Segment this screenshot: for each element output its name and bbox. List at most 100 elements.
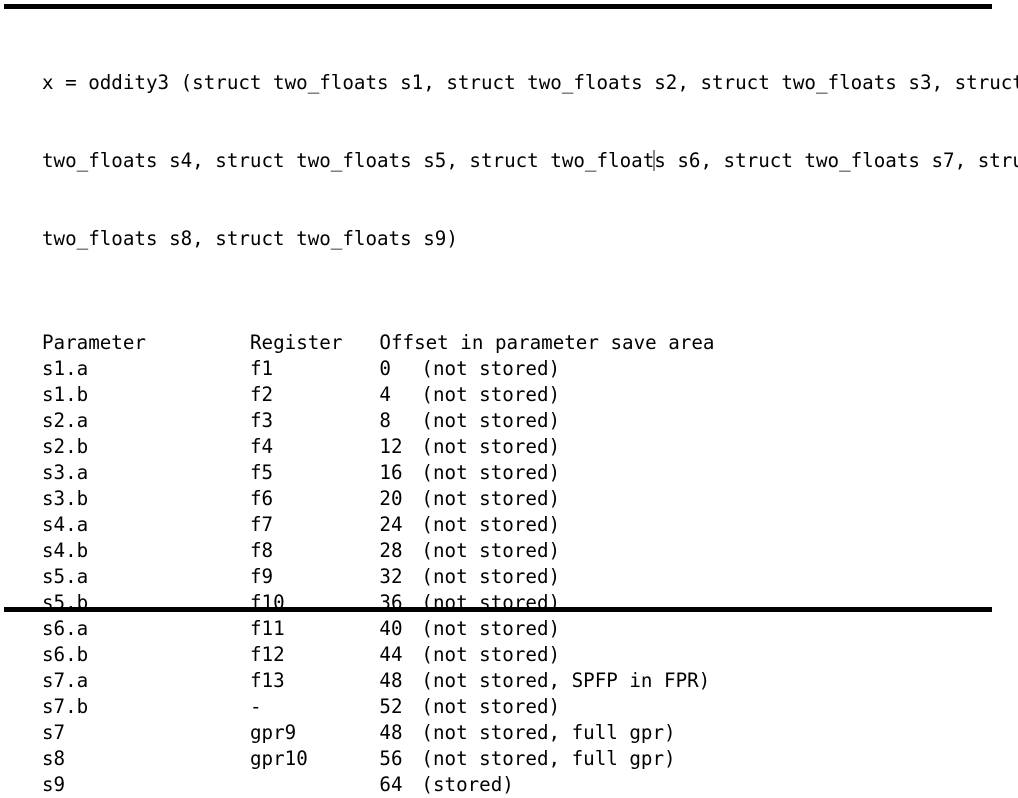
table-row: s3.b f6 20 (not stored) — [42, 486, 714, 512]
cell-offset: 64 — [379, 773, 403, 796]
cell-parameter: s6.b — [42, 643, 89, 666]
cell-description: (not stored) — [421, 409, 561, 432]
header-offset: Offset in parameter save area — [379, 331, 715, 354]
cell-register: gpr10 — [250, 747, 308, 770]
cell-register: f13 — [250, 669, 285, 692]
table-row: s9 64 (stored) — [42, 772, 714, 798]
cell-offset: 20 — [379, 487, 403, 510]
cell-offset: 32 — [379, 565, 403, 588]
blank-line-separator — [42, 304, 1002, 330]
cell-offset: 0 — [379, 357, 391, 380]
cell-parameter: s2.b — [42, 435, 89, 458]
table-row: s6.a f11 40 (not stored) — [42, 616, 714, 642]
cell-register: f9 — [250, 565, 274, 588]
cell-offset: 40 — [379, 617, 403, 640]
table-row: s2.a f3 8 (not stored) — [42, 408, 714, 434]
cell-description: (not stored, SPFP in FPR) — [421, 669, 711, 692]
header-parameter: Parameter — [42, 331, 146, 354]
cell-offset: 24 — [379, 513, 403, 536]
cell-parameter: s7 — [42, 721, 66, 744]
table-row: s7.a f13 48 (not stored, SPFP in FPR) — [42, 668, 714, 694]
table-row: s1.b f2 4 (not stored) — [42, 382, 714, 408]
table-row: s2.b f4 12 (not stored) — [42, 434, 714, 460]
signature-line-2-before-caret: two_floats s4, struct two_floats s5, str… — [42, 149, 655, 172]
table-head: Parameter Register Offset in parameter s… — [42, 330, 714, 356]
cell-description: (not stored) — [421, 643, 561, 666]
bottom-rule — [4, 607, 992, 612]
cell-parameter: s7.b — [42, 695, 89, 718]
text-caret — [653, 150, 656, 171]
cell-parameter: s5.b — [42, 591, 89, 614]
cell-description: (not stored) — [421, 591, 561, 614]
signature-line-1: x = oddity3 (struct two_floats s1, struc… — [42, 71, 1018, 94]
cell-description: (not stored, full gpr) — [421, 747, 676, 770]
table-row: s4.a f7 24 (not stored) — [42, 512, 714, 538]
cell-parameter: s6.a — [42, 617, 89, 640]
cell-register: f8 — [250, 539, 274, 562]
cell-description: (not stored) — [421, 461, 561, 484]
cell-description: (not stored) — [421, 357, 561, 380]
table-row: s5.a f9 32 (not stored) — [42, 564, 714, 590]
signature-line-3: two_floats s8, struct two_floats s9) — [42, 227, 458, 250]
cell-description: (not stored) — [421, 513, 561, 536]
cell-offset: 48 — [379, 721, 403, 744]
cell-parameter: s7.a — [42, 669, 89, 692]
cell-parameter: s8 — [42, 747, 66, 770]
cell-parameter: s3.a — [42, 461, 89, 484]
signature-line-2: two_floats s4, struct two_floats s5, str… — [42, 148, 1018, 174]
cell-description: (not stored) — [421, 539, 561, 562]
cell-offset: 8 — [379, 409, 391, 432]
table-row: s6.b f12 44 (not stored) — [42, 642, 714, 668]
cell-register: f4 — [250, 435, 274, 458]
table-row: s5.b f10 36 (not stored) — [42, 590, 714, 616]
cell-offset: 52 — [379, 695, 403, 718]
cell-register: f2 — [250, 383, 274, 406]
cell-description: (not stored) — [421, 435, 561, 458]
cell-register: f11 — [250, 617, 285, 640]
cell-register: f7 — [250, 513, 274, 536]
table-row: s8 gpr10 56 (not stored, full gpr) — [42, 746, 714, 772]
cell-offset: 36 — [379, 591, 403, 614]
cell-register: - — [250, 695, 262, 718]
cell-offset: 56 — [379, 747, 403, 770]
cell-parameter: s9 — [42, 773, 66, 796]
cell-offset: 12 — [379, 435, 403, 458]
figure-content: x = oddity3 (struct two_floats s1, struc… — [42, 18, 1018, 798]
header-register: Register — [250, 331, 343, 354]
cell-parameter: s4.a — [42, 513, 89, 536]
cell-parameter: s4.b — [42, 539, 89, 562]
cell-register: f12 — [250, 643, 285, 666]
cell-description: (not stored) — [421, 565, 561, 588]
parameter-save-area-table: Parameter Register Offset in parameter s… — [42, 330, 714, 798]
function-signature[interactable]: x = oddity3 (struct two_floats s1, struc… — [42, 18, 1018, 304]
cell-register: f10 — [250, 591, 285, 614]
cell-register: gpr9 — [250, 721, 297, 744]
table-header-row: Parameter Register Offset in parameter s… — [42, 330, 714, 356]
figure-page: x = oddity3 (struct two_floats s1, struc… — [4, 4, 1018, 796]
cell-description: (not stored, full gpr) — [421, 721, 676, 744]
cell-description: (not stored) — [421, 487, 561, 510]
cell-parameter: s1.a — [42, 357, 89, 380]
cell-parameter: s5.a — [42, 565, 89, 588]
cell-description: (not stored) — [421, 383, 561, 406]
cell-description: (not stored) — [421, 617, 561, 640]
cell-parameter: s2.a — [42, 409, 89, 432]
top-rule — [4, 4, 992, 9]
cell-register: f3 — [250, 409, 274, 432]
cell-register — [250, 772, 342, 798]
table-row: s1.a f1 0 (not stored) — [42, 356, 714, 382]
cell-description: (stored) — [421, 773, 514, 796]
cell-offset: 4 — [379, 383, 391, 406]
cell-offset: 28 — [379, 539, 403, 562]
cell-parameter: s3.b — [42, 487, 89, 510]
signature-line-2-after-caret: s s6, struct two_floats s7, struct — [654, 149, 1018, 172]
cell-register: f6 — [250, 487, 274, 510]
cell-description: (not stored) — [421, 695, 561, 718]
cell-offset: 48 — [379, 669, 403, 692]
cell-register: f1 — [250, 357, 274, 380]
table-row: s7 gpr9 48 (not stored, full gpr) — [42, 720, 714, 746]
cell-offset: 44 — [379, 643, 403, 666]
cell-parameter: s1.b — [42, 383, 89, 406]
